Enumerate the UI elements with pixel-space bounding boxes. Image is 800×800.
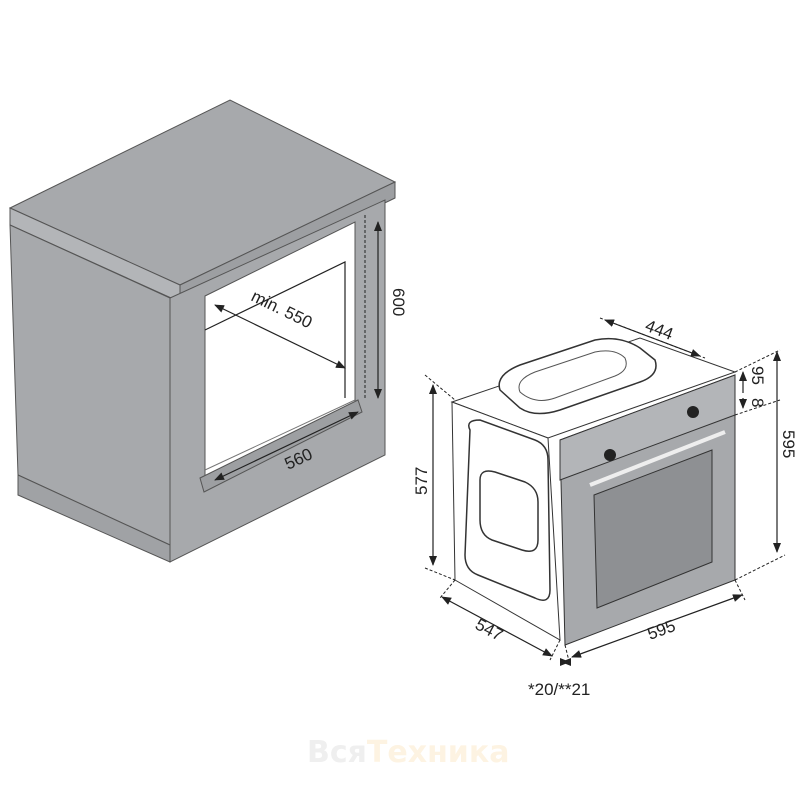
cabinet-height-label: 600 [389,288,408,316]
oven-panel-gap-label: 8 [748,398,767,407]
oven-knob-right [687,406,699,418]
oven-side-depth-label: 547 [472,615,506,645]
oven-height-label: 595 [779,430,798,458]
oven-panel-offset-label: 95 [748,366,767,385]
oven-handle [589,430,726,487]
oven-side-height-label: 577 [412,467,431,495]
cabinet [8,99,397,563]
oven-knob-left [604,449,616,461]
oven-window [593,449,713,609]
oven [450,337,737,646]
oven-depth-label: 444 [643,316,676,344]
watermark: ВсяТехника [307,735,509,770]
oven-front-offset-label: *20/**21 [528,680,590,699]
